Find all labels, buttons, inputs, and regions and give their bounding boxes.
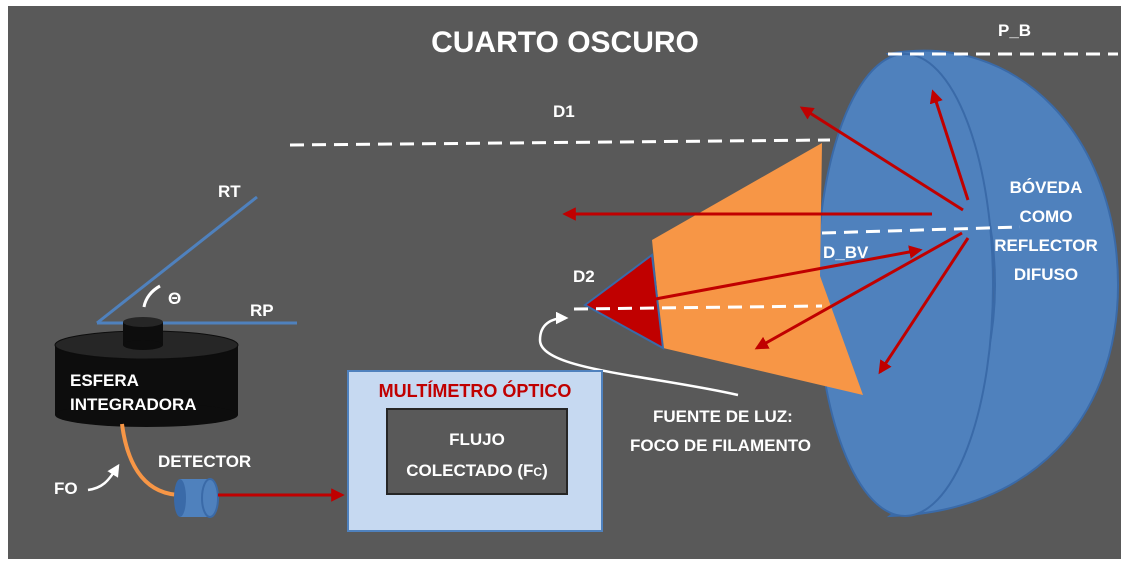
flux-label-subscript: C <box>533 465 542 479</box>
label-fo: FO <box>54 479 78 498</box>
flux-label-suffix: ) <box>542 461 548 480</box>
label-d2: D2 <box>573 267 595 286</box>
light-rays <box>562 89 970 375</box>
detector <box>174 478 219 518</box>
multimeter-title: MULTÍMETRO ÓPTICO <box>379 380 572 401</box>
optical-fiber <box>120 423 183 497</box>
fo-pointer-arrow <box>87 463 120 492</box>
label-d-bv: D_BV <box>823 243 869 262</box>
label-rp: RP <box>250 301 274 320</box>
dashed-line-d2 <box>573 304 823 311</box>
ray-arrow <box>799 106 964 212</box>
dashed-line-d1 <box>289 138 831 147</box>
label-p-b: P_B <box>998 21 1031 40</box>
dome-label-line3: REFLECTOR <box>994 236 1098 255</box>
sphere-label-line2: INTEGRADORA <box>70 395 197 414</box>
flux-label-prefix: COLECTADO (F <box>406 461 533 480</box>
dome-label-line1: BÓVEDA <box>1010 178 1083 197</box>
flux-label-line2: COLECTADO (FC) <box>406 461 548 480</box>
rt-line <box>96 195 258 325</box>
ray-arrow <box>754 231 963 350</box>
label-d1: D1 <box>553 102 575 121</box>
ray-arrow <box>649 245 923 302</box>
dashed-line-d-bv <box>821 225 1021 235</box>
sphere-label-line1: ESFERA <box>70 371 139 390</box>
theta-arc <box>142 284 161 308</box>
label-rt: RT <box>218 182 241 201</box>
ray-arrow <box>929 89 970 201</box>
source-pointer-arrow <box>538 311 739 397</box>
flux-label-line1: FLUJO <box>449 430 505 449</box>
source-label-line1: FUENTE DE LUZ: <box>653 407 793 426</box>
integrating-sphere <box>54 317 239 427</box>
label-theta: Θ <box>168 289 181 308</box>
flux-display <box>386 408 568 495</box>
dome-label-line4: DIFUSO <box>1014 265 1078 284</box>
dome-reflector <box>816 49 1120 518</box>
dome-label-line2: COMO <box>1020 207 1073 226</box>
label-detector: DETECTOR <box>158 452 251 471</box>
diagram-title: CUARTO OSCURO <box>431 26 699 59</box>
light-source-triangle <box>583 253 665 350</box>
light-cone <box>652 143 863 395</box>
source-label-line2: FOCO DE FILAMENTO <box>630 436 811 455</box>
dome-front-face <box>816 53 994 517</box>
optical-multimeter <box>347 370 603 532</box>
ray-arrow <box>878 237 970 375</box>
